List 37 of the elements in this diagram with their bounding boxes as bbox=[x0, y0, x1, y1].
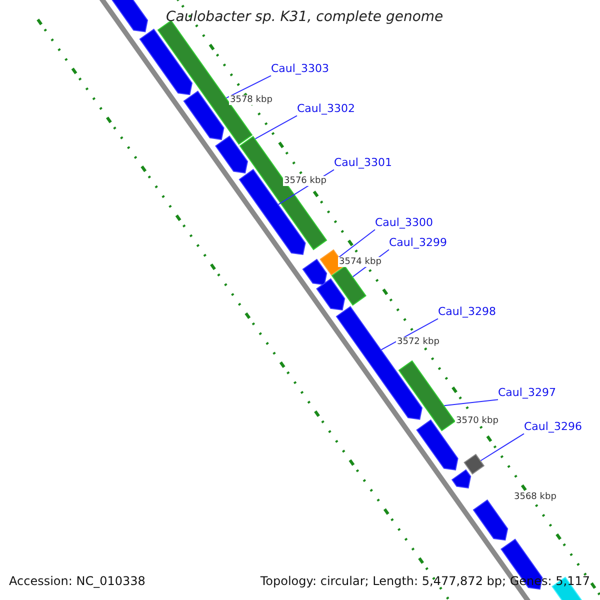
gene-block bbox=[464, 454, 485, 475]
gene-feature bbox=[302, 258, 328, 286]
gene-label: Caul_3297 bbox=[498, 387, 556, 400]
gene-block bbox=[331, 266, 366, 306]
leader-line bbox=[380, 318, 438, 350]
gene-feature bbox=[215, 136, 248, 174]
gene-feature bbox=[183, 90, 224, 140]
gene-label: Caul_3303 bbox=[271, 63, 329, 76]
gene-feature bbox=[472, 499, 508, 541]
leader-line bbox=[254, 115, 298, 140]
tick-label: 3574 kbp bbox=[338, 257, 382, 268]
gene-feature bbox=[139, 28, 193, 96]
map-title: Caulobacter sp. K31, complete genome bbox=[166, 9, 444, 26]
gene-feature bbox=[336, 306, 423, 420]
gene-feature bbox=[238, 168, 306, 256]
gene-label: Caul_3298 bbox=[438, 306, 496, 319]
gene-label: Caul_3302 bbox=[297, 103, 355, 116]
tick-label: 3578 kbp bbox=[229, 95, 274, 106]
tick-label: 3572 kbp bbox=[396, 337, 440, 348]
gene-block bbox=[398, 360, 456, 432]
gene-block bbox=[239, 136, 328, 250]
gene-feature bbox=[416, 419, 458, 470]
tick-label: 3570 kbp bbox=[455, 416, 500, 426]
leader-line bbox=[226, 75, 272, 98]
leader-line bbox=[480, 433, 524, 462]
accession-text: Accession: NC_010338 bbox=[9, 575, 146, 589]
gene-block bbox=[157, 20, 253, 145]
gene-label: Caul_3296 bbox=[524, 421, 582, 434]
gene-feature bbox=[451, 469, 472, 488]
gene-label: Caul_3301 bbox=[334, 157, 392, 170]
tick-label: 3568 kbp bbox=[513, 492, 558, 502]
gene-feature bbox=[316, 278, 346, 311]
gene-label: Caul_3300 bbox=[375, 217, 433, 230]
leader-line bbox=[444, 399, 498, 406]
leader-line bbox=[338, 229, 376, 258]
gene-label: Caul_3299 bbox=[389, 237, 447, 250]
tick-label: 3576 kbp bbox=[283, 176, 328, 186]
